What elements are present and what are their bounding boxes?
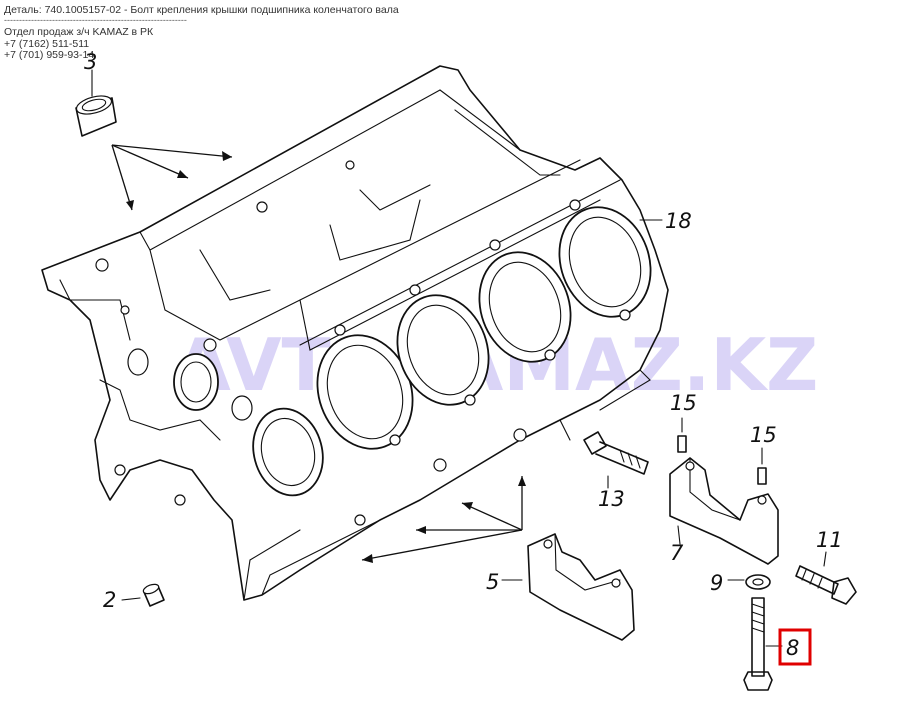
phone-1: +7 (7162) 511-511 — [4, 38, 90, 50]
callout-9: 9 — [710, 571, 723, 595]
callout-13: 13 — [598, 487, 625, 511]
bearing-cap-part-5 — [501, 533, 635, 641]
callout-8: 8 — [786, 636, 799, 660]
callout-3: 3 — [84, 50, 97, 74]
header-divider: ----------------------------------------… — [4, 15, 187, 25]
sales-department: Отдел продаж з/ч KAMAZ в РК — [4, 26, 154, 38]
callout-5: 5 — [486, 570, 499, 594]
bolt-part-13 — [583, 431, 649, 489]
callout-18: 18 — [665, 209, 692, 233]
callout-2: 2 — [103, 588, 116, 612]
sleeve-part-15-b — [757, 447, 767, 485]
cylinder-block — [41, 65, 669, 601]
bushing-part-3 — [75, 69, 117, 137]
mounting-arrows — [361, 476, 526, 563]
bearing-cap-part-7 — [669, 457, 779, 565]
callout-15-a: 15 — [670, 391, 697, 415]
phone-2: +7 (701) 959-93-14 — [4, 49, 95, 61]
highlight-box — [778, 628, 812, 666]
bushing-arrows — [111, 144, 233, 211]
sleeve-part-15-a — [677, 417, 687, 453]
washer-part-9 — [727, 574, 771, 590]
dowel-pin-part-2 — [121, 583, 165, 607]
bolt-part-11 — [795, 551, 857, 605]
callout-7: 7 — [670, 541, 684, 565]
part-title: Деталь: 740.1005157-02 - Болт крепления … — [4, 4, 399, 16]
callout-11: 11 — [816, 528, 843, 552]
bolt-part-8 — [743, 597, 783, 691]
callout-15-b: 15 — [750, 423, 777, 447]
